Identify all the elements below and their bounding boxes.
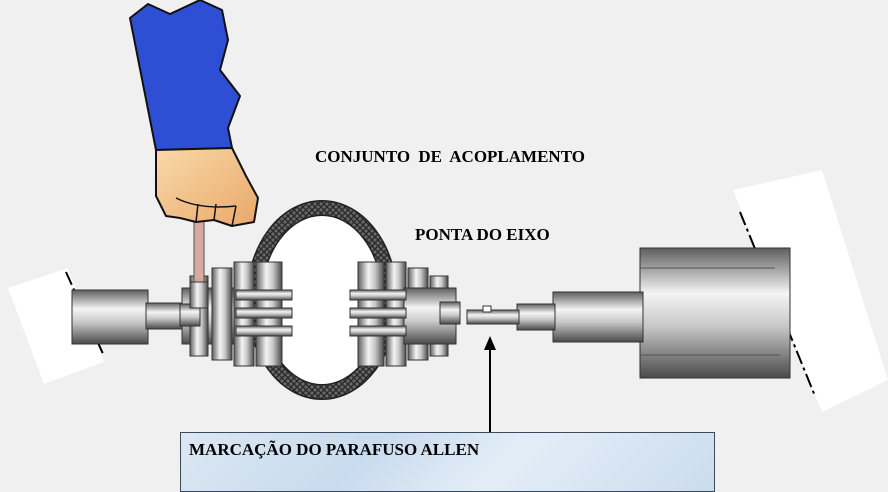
arrow-up-icon <box>484 336 496 432</box>
right-coupling-hub <box>349 261 461 367</box>
allen-marking-callout: MARCAÇÃO DO PARAFUSO ALLEN <box>180 432 715 492</box>
allen-marking-label: MARCAÇÃO DO PARAFUSO ALLEN <box>189 440 480 459</box>
right-shaft <box>466 247 791 379</box>
right-machine-housing <box>733 170 888 412</box>
left-shaft <box>71 289 189 345</box>
hand-holding-allen-key-icon <box>129 0 259 227</box>
left-coupling-hub <box>179 261 293 367</box>
allen-key <box>189 214 209 309</box>
assembly-label: CONJUNTO DE ACOPLAMENTO <box>315 147 585 166</box>
shaft-end-label: PONTA DO EIXO <box>415 225 550 244</box>
